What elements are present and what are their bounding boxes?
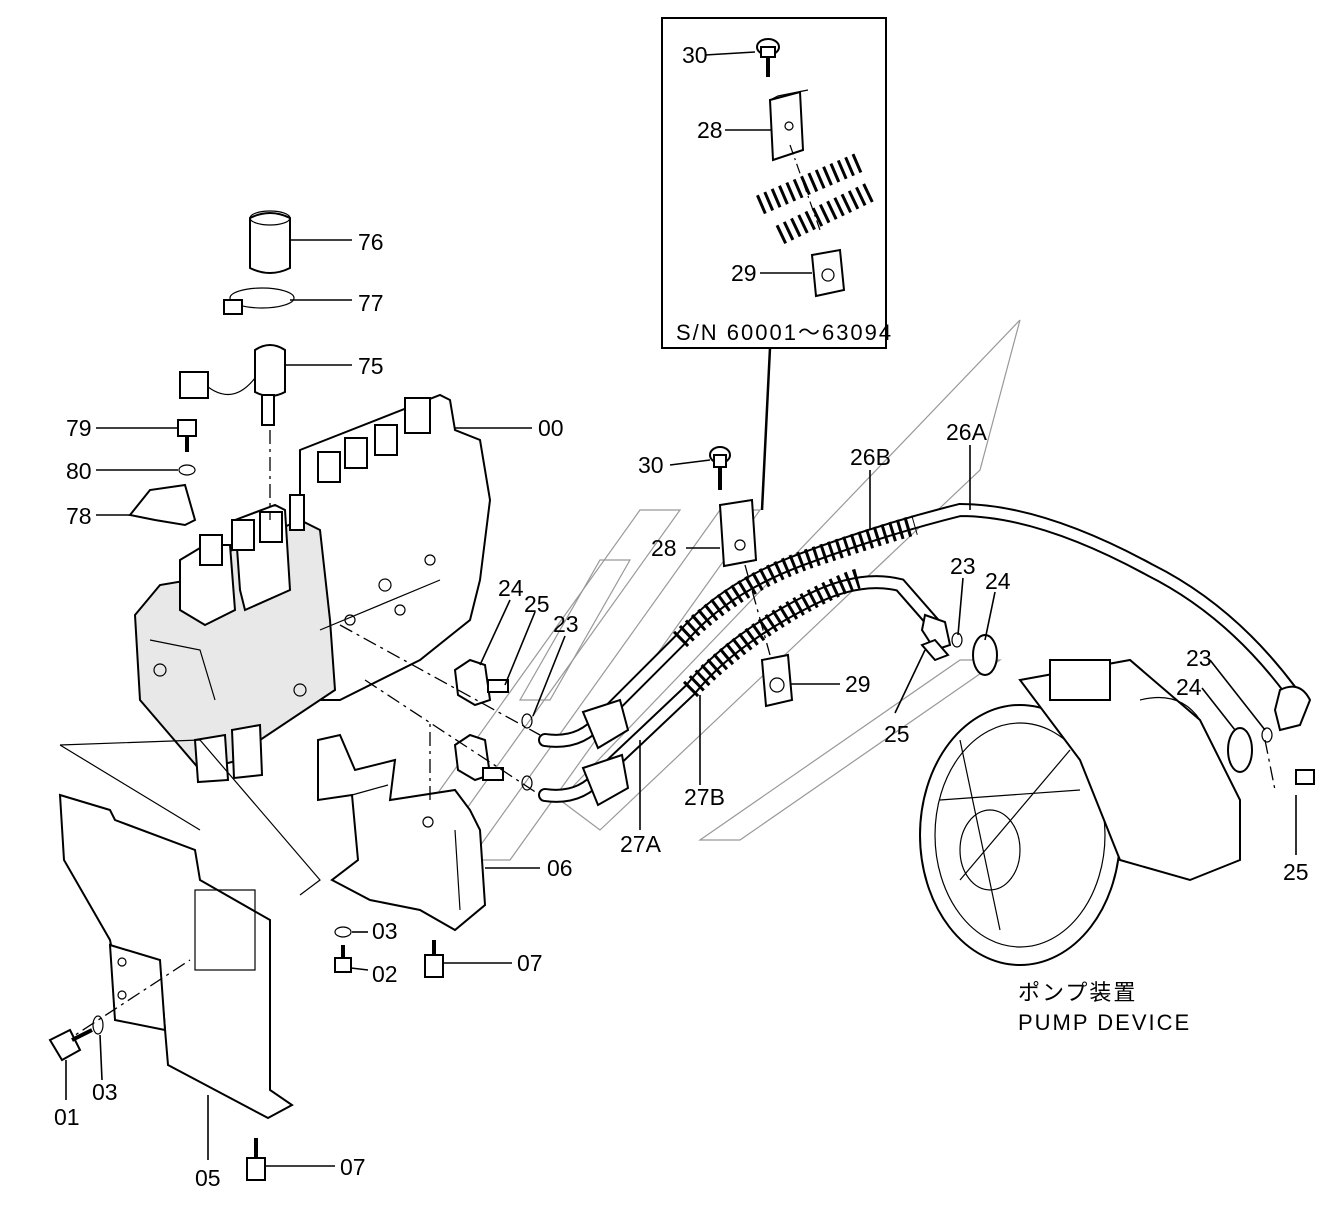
callout-06: 06 [547,855,573,881]
callout-75: 75 [358,353,384,379]
hoses [538,502,1312,807]
callout-24-right: 24 [1176,674,1202,700]
callout-26A: 26A [946,419,988,445]
callout-25-left: 25 [524,591,550,617]
callout-25-mid: 25 [884,721,910,747]
callout-27A: 27A [620,831,662,857]
callout-25-right: 25 [1283,859,1309,885]
pump-device-caption-english: PUMP DEVICE [1018,1010,1191,1035]
callout-29-top: 29 [731,260,757,286]
callout-23-mid: 23 [950,553,976,579]
callout-07-mid: 07 [517,950,543,976]
callout-00: 00 [538,415,564,441]
callout-05: 05 [195,1165,221,1191]
callout-80: 80 [66,458,92,484]
bolts-lower [48,926,444,1181]
leader-lines [65,239,1297,1167]
pressure-sensor-stack [179,210,295,520]
callout-03-mid: 03 [372,918,398,944]
callout-24-left: 24 [498,575,524,601]
callout-23-left: 23 [553,611,579,637]
callout-26B: 26B [850,444,891,470]
callout-29-mid: 29 [845,671,871,697]
sensor-bracket [128,419,197,527]
callout-78: 78 [66,503,92,529]
callout-76: 76 [358,229,384,255]
pump-device-caption-japanese: ポンプ装置 [1018,980,1137,1005]
support-bracket [317,720,487,932]
serial-inset [661,17,887,511]
callout-77: 77 [358,290,384,316]
callout-01: 01 [54,1104,80,1130]
cover-plate [58,739,321,1120]
callout-27B: 27B [684,784,725,810]
callout-28-mid: 28 [651,535,677,561]
callout-79: 79 [66,415,92,441]
control-valve [133,393,492,784]
hose-clamp-mid [709,446,794,708]
callout-24-mid: 24 [985,568,1011,594]
callout-03-low: 03 [92,1079,118,1105]
callout-28-top: 28 [697,117,723,143]
callout-30-top: 30 [682,42,708,68]
serial-number-range: S/N 60001～63094 [676,320,893,345]
callout-labels: 30 28 29 76 77 75 79 00 80 78 30 26B 26A… [54,42,1309,1191]
pump-device [919,632,1315,966]
callout-30-mid: 30 [638,452,664,478]
callout-02: 02 [372,961,398,987]
callout-07-low: 07 [340,1154,366,1180]
hose-flanges-left [339,624,541,796]
callout-23-right: 23 [1186,645,1212,671]
